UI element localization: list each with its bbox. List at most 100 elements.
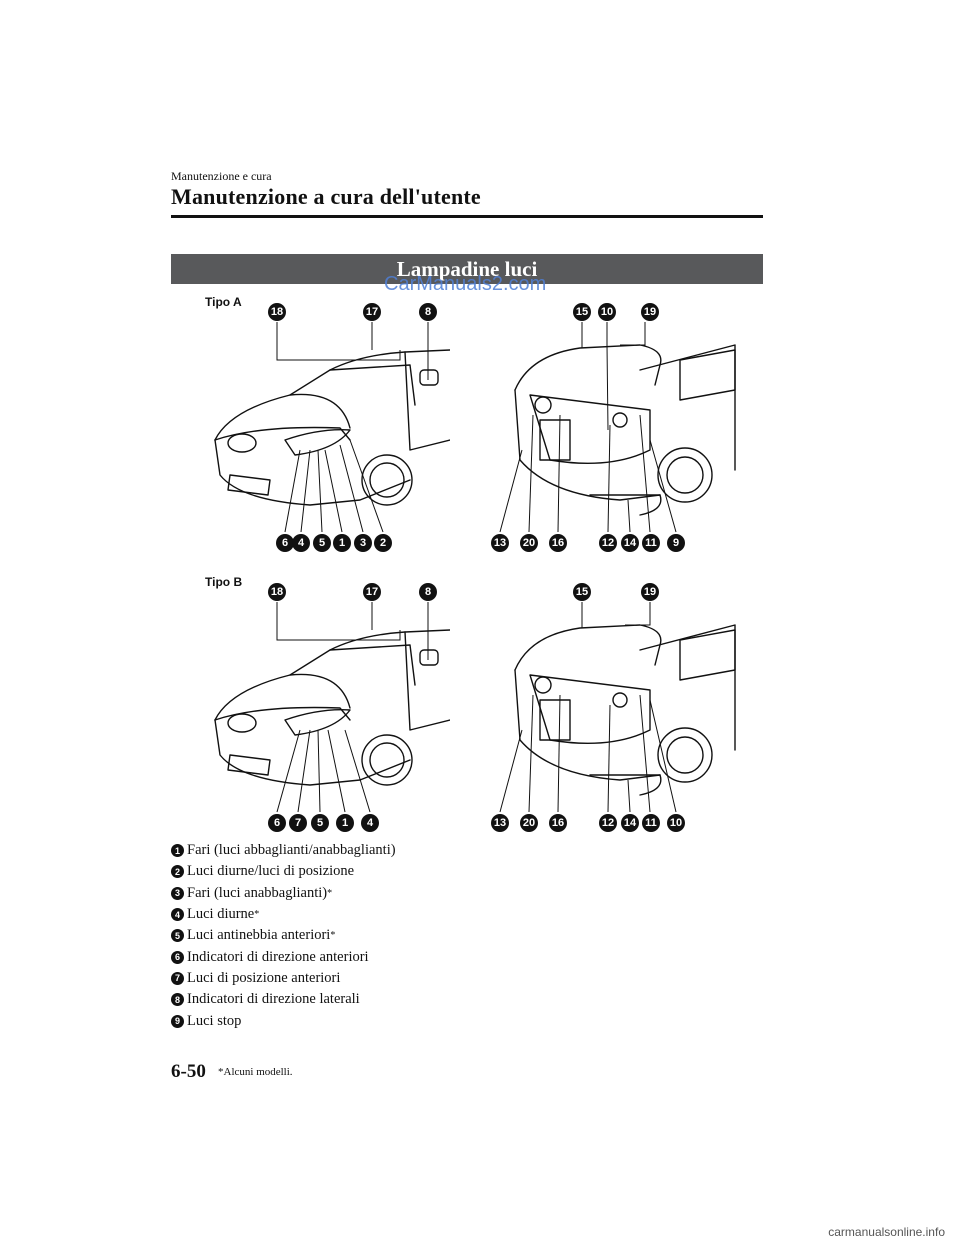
svg-text:11: 11 <box>645 537 657 549</box>
svg-text:1: 1 <box>342 817 348 829</box>
callout-13: 13 <box>491 534 509 552</box>
number-badge-icon: 9 <box>171 1014 184 1028</box>
callout-13: 13 <box>491 814 509 832</box>
type-b-front-callouts: 18 17 8 6 7 5 1 4 <box>268 583 437 832</box>
type-b-front-car-diagram: 18 17 8 6 7 5 1 4 <box>214 583 450 832</box>
callout-2: 2 <box>374 534 392 552</box>
svg-text:3: 3 <box>360 537 366 549</box>
callout-11: 11 <box>642 534 660 552</box>
svg-text:17: 17 <box>366 586 378 598</box>
svg-text:12: 12 <box>602 817 614 829</box>
legend-item: 6 Indicatori di direzione anteriori <box>171 946 396 967</box>
svg-text:13: 13 <box>494 817 506 829</box>
callout-12: 12 <box>599 534 617 552</box>
callout-8: 8 <box>419 303 437 321</box>
svg-text:8: 8 <box>425 306 431 318</box>
legend-item: 4 Luci diurne* <box>171 904 396 925</box>
svg-text:15: 15 <box>576 586 588 598</box>
callout-14: 14 <box>621 534 639 552</box>
type-b-label: Tipo B <box>205 575 243 589</box>
svg-text:14: 14 <box>624 817 637 829</box>
legend-text: Luci diurne <box>187 906 255 923</box>
type-b-rear-car-diagram: 15 19 13 20 16 12 14 11 10 <box>491 583 736 832</box>
svg-text:18: 18 <box>271 306 283 318</box>
note-marker: * <box>330 930 336 942</box>
svg-text:6: 6 <box>274 817 280 829</box>
type-b-rear-callouts: 15 19 13 20 16 12 14 11 10 <box>491 583 685 832</box>
number-badge-icon: 1 <box>171 844 184 858</box>
type-a-front-callouts: 18 17 8 6 4 5 1 3 2 <box>268 303 437 552</box>
callout-5: 5 <box>313 534 331 552</box>
callout-10: 10 <box>598 303 616 321</box>
svg-text:19: 19 <box>644 586 656 598</box>
svg-text:19: 19 <box>644 306 656 318</box>
svg-text:4: 4 <box>298 537 305 549</box>
legend-text: Luci diurne/luci di posizione <box>187 863 355 880</box>
callout-12: 12 <box>599 814 617 832</box>
legend-item: 3 Fari (luci anabbaglianti)* <box>171 883 396 904</box>
svg-text:18: 18 <box>271 586 283 598</box>
callout-19: 19 <box>641 303 659 321</box>
legend-text: Luci antinebbia anteriori <box>187 927 331 944</box>
number-badge-icon: 4 <box>171 908 184 922</box>
type-a-rear-callouts: 15 10 19 13 20 16 12 14 11 9 <box>491 303 685 552</box>
svg-text:11: 11 <box>645 817 657 829</box>
legend-item: 5 Luci antinebbia anteriori* <box>171 925 396 946</box>
note-marker: * <box>254 909 260 921</box>
callout-8: 8 <box>419 583 437 601</box>
callout-4: 4 <box>292 534 310 552</box>
number-badge-icon: 7 <box>171 971 184 985</box>
legend-text: Luci di posizione anteriori <box>187 969 341 986</box>
callout-11: 11 <box>642 814 660 832</box>
footnote: *Alcuni modelli. <box>218 1066 293 1078</box>
type-a-front-car-diagram: 18 17 8 6 4 5 1 3 2 <box>214 303 450 552</box>
callout-14: 14 <box>621 814 639 832</box>
callout-16: 16 <box>549 814 567 832</box>
svg-text:4: 4 <box>367 817 374 829</box>
svg-text:1: 1 <box>339 537 345 549</box>
svg-text:10: 10 <box>601 306 613 318</box>
callout-10: 10 <box>667 814 685 832</box>
svg-text:7: 7 <box>295 817 301 829</box>
page-title: Manutenzione a cura dell'utente <box>171 184 481 209</box>
svg-text:17: 17 <box>366 306 378 318</box>
callout-9: 9 <box>667 534 685 552</box>
svg-text:20: 20 <box>523 537 535 549</box>
title-divider <box>171 215 763 218</box>
svg-text:13: 13 <box>494 537 506 549</box>
callout-15: 15 <box>573 583 591 601</box>
callout-20: 20 <box>520 534 538 552</box>
legend-text: Fari (luci abbaglianti/anabbaglianti) <box>187 842 396 859</box>
breadcrumb: Manutenzione e cura <box>171 169 272 183</box>
section-banner: Lampadine luci <box>171 254 763 284</box>
svg-text:9: 9 <box>673 537 679 549</box>
svg-text:16: 16 <box>552 817 564 829</box>
number-badge-icon: 2 <box>171 865 184 879</box>
watermark: CarManuals2.com <box>384 273 547 295</box>
number-badge-icon: 3 <box>171 886 184 900</box>
callout-1: 1 <box>333 534 351 552</box>
legend-item: 9 Luci stop <box>171 1010 396 1031</box>
svg-text:14: 14 <box>624 537 637 549</box>
svg-text:8: 8 <box>425 586 431 598</box>
type-a-label: Tipo A <box>205 295 242 309</box>
legend-item: 7 Luci di posizione anteriori <box>171 968 396 989</box>
svg-text:20: 20 <box>523 817 535 829</box>
number-badge-icon: 5 <box>171 929 184 943</box>
legend-text: Indicatori di direzione laterali <box>187 991 360 1008</box>
svg-text:15: 15 <box>576 306 588 318</box>
svg-text:5: 5 <box>319 537 325 549</box>
legend-item: 2 Luci diurne/luci di posizione <box>171 861 396 882</box>
page-number: 6-50 <box>171 1061 206 1082</box>
svg-text:10: 10 <box>670 817 682 829</box>
callout-16: 16 <box>549 534 567 552</box>
svg-text:16: 16 <box>552 537 564 549</box>
number-badge-icon: 6 <box>171 950 184 964</box>
callout-4: 4 <box>361 814 379 832</box>
callout-3: 3 <box>354 534 372 552</box>
type-a-rear-car-diagram: 15 10 19 13 20 16 12 14 11 9 <box>491 303 736 552</box>
callout-18: 18 <box>268 583 286 601</box>
callout-1: 1 <box>336 814 354 832</box>
note-marker: * <box>327 887 333 899</box>
callout-17: 17 <box>363 303 381 321</box>
